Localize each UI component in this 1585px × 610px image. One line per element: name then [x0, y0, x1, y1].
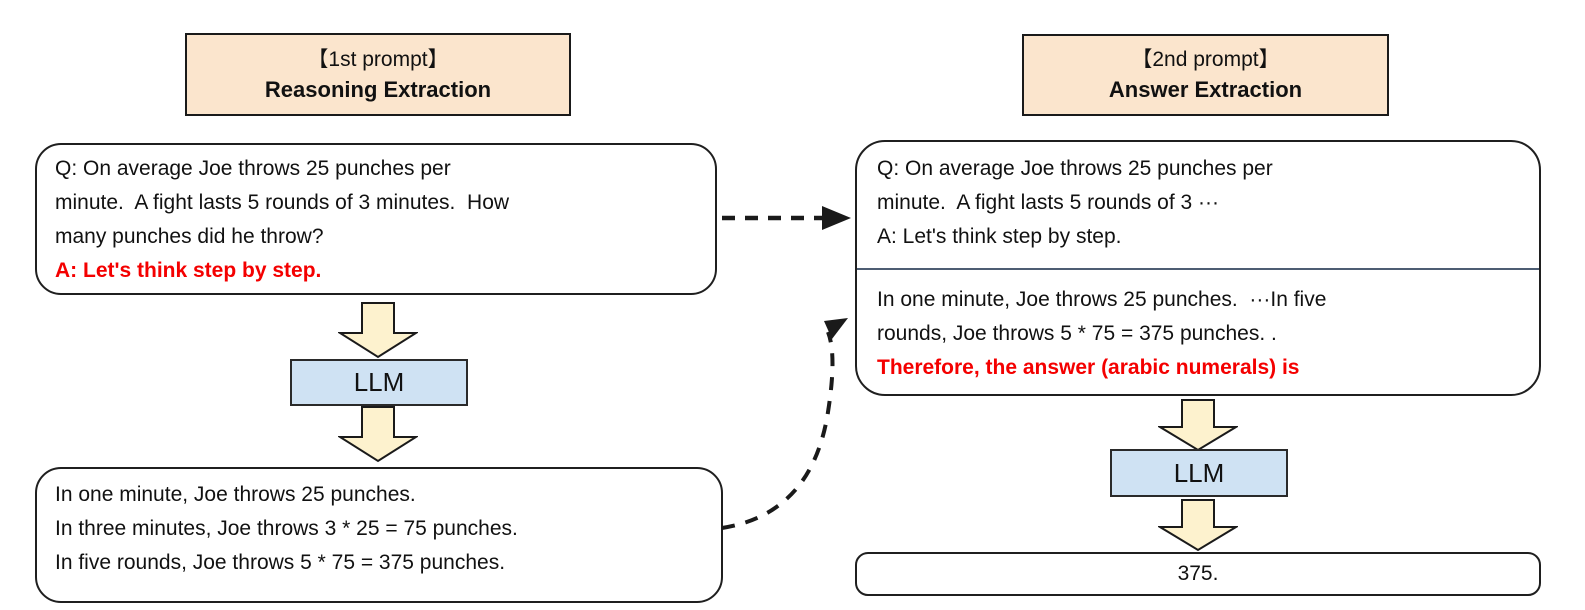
down-arrow-icon	[1158, 499, 1238, 552]
final-answer-text: 375.	[1177, 562, 1219, 585]
cot-trigger-text: A: Let's think step by step.	[55, 259, 322, 282]
second-prompt-header-title: Answer Extraction	[1108, 77, 1303, 102]
reasoning-output-text: In one minute, Joe throws 25 punches. In…	[55, 483, 518, 574]
answer-trigger-text: Therefore, the answer (arabic numerals) …	[877, 356, 1300, 379]
first-prompt-header-title: Reasoning Extraction	[264, 76, 492, 102]
prompt-box-reasoning-section: In one minute, Joe throws 25 punches. ··…	[857, 270, 1539, 394]
dashed-arrow-reasoning-to-prompt2-icon	[721, 318, 848, 530]
second-prompt-header: 【2nd prompt】 Answer Extraction	[1022, 34, 1389, 116]
llm-box-stage2: LLM	[1110, 449, 1288, 497]
down-arrow-icon	[338, 302, 418, 359]
llm-label: LLM	[353, 367, 405, 397]
llm-box-stage1: LLM	[290, 359, 468, 406]
reasoning-output-box: In one minute, Joe throws 25 punches. In…	[35, 467, 723, 603]
answer-extraction-prompt-box: Q: On average Joe throws 25 punches per …	[855, 140, 1541, 396]
question-with-reasoning-trigger-text: Q: On average Joe throws 25 punches per …	[877, 157, 1273, 248]
llm-label: LLM	[1173, 457, 1225, 488]
down-arrow-icon	[1158, 399, 1238, 452]
dashed-arrow-question-to-prompt2-icon	[722, 206, 851, 230]
prompt-box-question-section: Q: On average Joe throws 25 punches per …	[857, 142, 1539, 270]
first-prompt-header: 【1st prompt】 Reasoning Extraction	[185, 33, 571, 116]
final-answer-box: 375.	[855, 552, 1541, 596]
generated-reasoning-text: In one minute, Joe throws 25 punches. ··…	[877, 288, 1327, 345]
question-text: Q: On average Joe throws 25 punches per …	[55, 157, 510, 248]
reasoning-question-box: Q: On average Joe throws 25 punches per …	[35, 143, 717, 295]
down-arrow-icon	[338, 406, 418, 463]
first-prompt-header-tag: 【1st prompt】	[307, 47, 449, 71]
prompt-box-divider	[857, 268, 1539, 270]
second-prompt-header-tag: 【2nd prompt】	[1131, 48, 1280, 71]
